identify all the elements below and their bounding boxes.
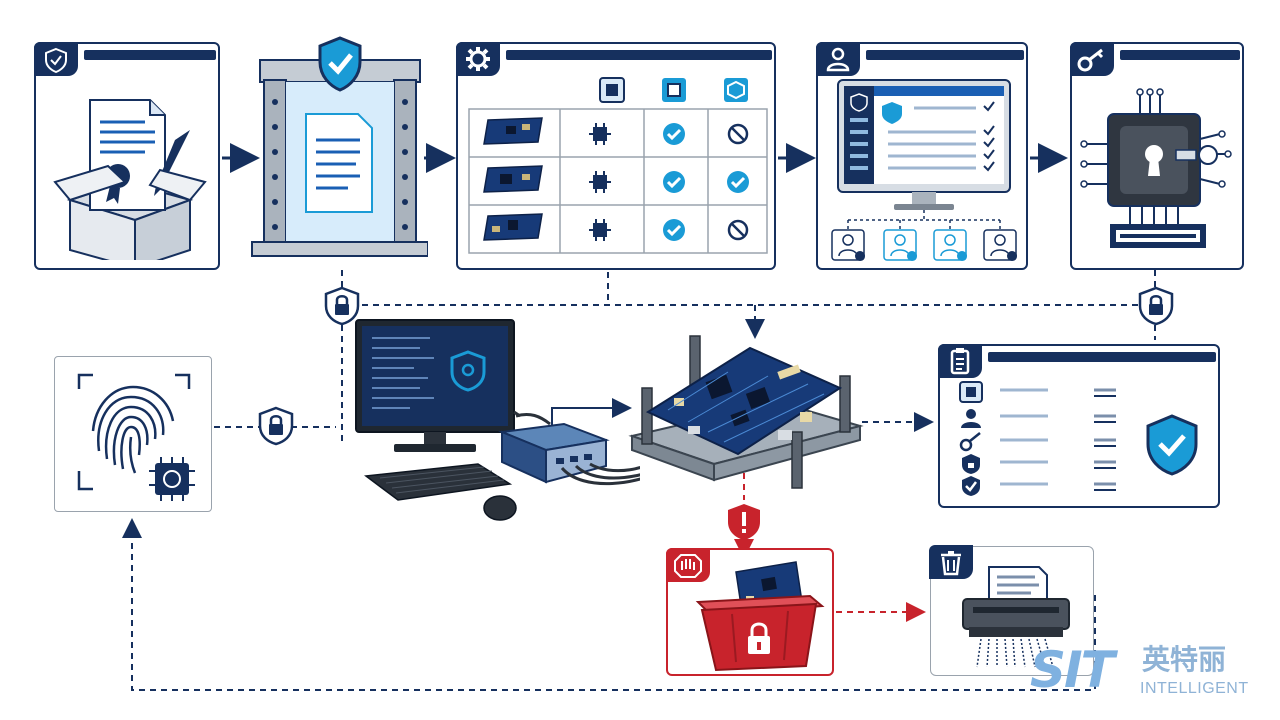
chip-icon bbox=[662, 78, 686, 102]
check-icon bbox=[663, 123, 685, 145]
card-tab bbox=[929, 545, 973, 579]
user-node bbox=[831, 229, 865, 261]
key-icon bbox=[959, 432, 981, 452]
check-icon bbox=[663, 219, 685, 241]
card-tab bbox=[938, 344, 982, 378]
shield-check-icon bbox=[45, 47, 67, 74]
logo-chinese: 英特丽 bbox=[1142, 643, 1227, 676]
user-node bbox=[933, 229, 967, 261]
stop-hand-icon bbox=[674, 554, 702, 578]
shield-check-icon bbox=[962, 476, 980, 496]
secure-chip-illustration bbox=[1080, 88, 1232, 248]
pcb-board bbox=[483, 213, 543, 241]
chip bbox=[589, 123, 611, 145]
card-header-bar bbox=[1120, 50, 1240, 60]
shield-check-icon bbox=[1146, 414, 1198, 476]
check-icon bbox=[663, 171, 685, 193]
blocked-icon bbox=[727, 123, 749, 145]
test-fixture bbox=[628, 328, 864, 492]
card-tab bbox=[34, 42, 78, 76]
user-tree bbox=[831, 210, 1017, 261]
dashed-return-loop bbox=[122, 518, 1096, 691]
gear-icon bbox=[466, 47, 490, 71]
card-header-bar bbox=[84, 50, 216, 60]
verification-report-card bbox=[938, 344, 1220, 508]
quarantine-bin-illustration bbox=[695, 561, 825, 672]
shredder-illustration bbox=[962, 566, 1070, 668]
monitor-illustration bbox=[837, 79, 1011, 210]
sensor-chip-icon bbox=[149, 457, 195, 501]
chip bbox=[589, 219, 611, 241]
logo-mark: SIT bbox=[1030, 641, 1115, 699]
pcb-icon bbox=[959, 381, 983, 403]
lock-shield-icon bbox=[1138, 286, 1174, 326]
user-node bbox=[983, 229, 1017, 261]
card-header-bar bbox=[988, 352, 1216, 362]
biometric-card bbox=[54, 356, 212, 512]
blocked-icon bbox=[727, 219, 749, 241]
logo-english: INTELLIGENT bbox=[1140, 680, 1249, 697]
pcb-board bbox=[483, 165, 543, 193]
arrow-hub-to-rig bbox=[551, 398, 632, 430]
card-header-bar bbox=[506, 50, 772, 60]
test-fixture-illustration bbox=[628, 335, 864, 489]
user-icon bbox=[826, 47, 850, 72]
shield-check-icon bbox=[318, 36, 362, 92]
trash-icon bbox=[941, 551, 961, 576]
lock-shield-icon bbox=[258, 406, 294, 446]
check-icon bbox=[727, 171, 749, 193]
verified-chip-icon bbox=[724, 78, 748, 102]
card-tab bbox=[816, 42, 860, 76]
shield-lock-icon bbox=[962, 454, 980, 474]
user-node bbox=[883, 229, 917, 261]
scanner-gate-illustration bbox=[251, 59, 428, 257]
step-scanner-gate bbox=[250, 32, 428, 262]
lock-shield-icon bbox=[324, 286, 360, 326]
card-header-bar bbox=[866, 50, 1024, 60]
pcb-board bbox=[483, 117, 543, 145]
warning-icon bbox=[728, 504, 760, 540]
certificate-box-illustration bbox=[53, 99, 207, 260]
step-card-key-storage bbox=[1070, 42, 1244, 270]
card-tab bbox=[1070, 42, 1114, 76]
card-tab bbox=[666, 548, 710, 582]
chip bbox=[589, 171, 611, 193]
pcb-icon bbox=[599, 77, 625, 103]
clipboard-icon bbox=[950, 348, 970, 375]
dashed-line-left bbox=[341, 270, 345, 441]
quarantine-card bbox=[666, 548, 834, 676]
workstation-illustration bbox=[355, 319, 640, 521]
step-card-qualification-table bbox=[456, 42, 776, 270]
step-card-access-control bbox=[816, 42, 1028, 270]
user-icon bbox=[961, 409, 981, 428]
company-logo: SIT 英特丽 INTELLIGENT bbox=[1030, 640, 1260, 704]
key-icon bbox=[1077, 48, 1104, 72]
report-lines bbox=[1000, 388, 1116, 491]
step-card-certificate bbox=[34, 42, 220, 270]
fingerprint-icon bbox=[77, 373, 191, 491]
disposal-card bbox=[929, 545, 1094, 676]
card-tab bbox=[456, 42, 500, 76]
workstation bbox=[350, 316, 640, 526]
